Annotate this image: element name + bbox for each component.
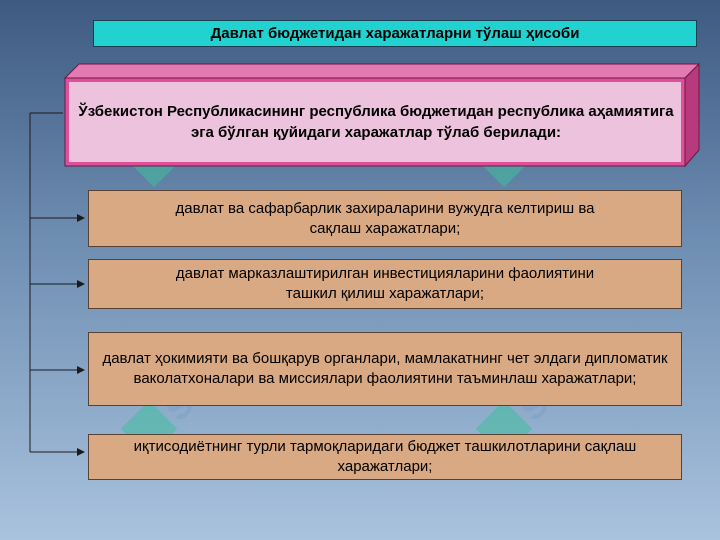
page-title: Давлат бюджетидан харажатларни тўлаш ҳис… xyxy=(93,20,697,47)
box3d-shape xyxy=(63,62,701,168)
main-statement-box: Ўзбекистон Республикасининг республика б… xyxy=(63,62,701,168)
expense-item-3: давлат ҳокимияти ва бошқарув органлари, … xyxy=(88,332,682,406)
main-statement: Ўзбекистон Республикасининг республика б… xyxy=(78,103,674,141)
expense-item-1: давлат ва сафарбарлик захираларини вужуд… xyxy=(88,190,682,247)
expense-item-4: иқтисодиётнинг турли тармоқларидаги бюдж… xyxy=(88,434,682,480)
expense-item-2: давлат марказлаштирилган инвестицияларин… xyxy=(88,259,682,309)
